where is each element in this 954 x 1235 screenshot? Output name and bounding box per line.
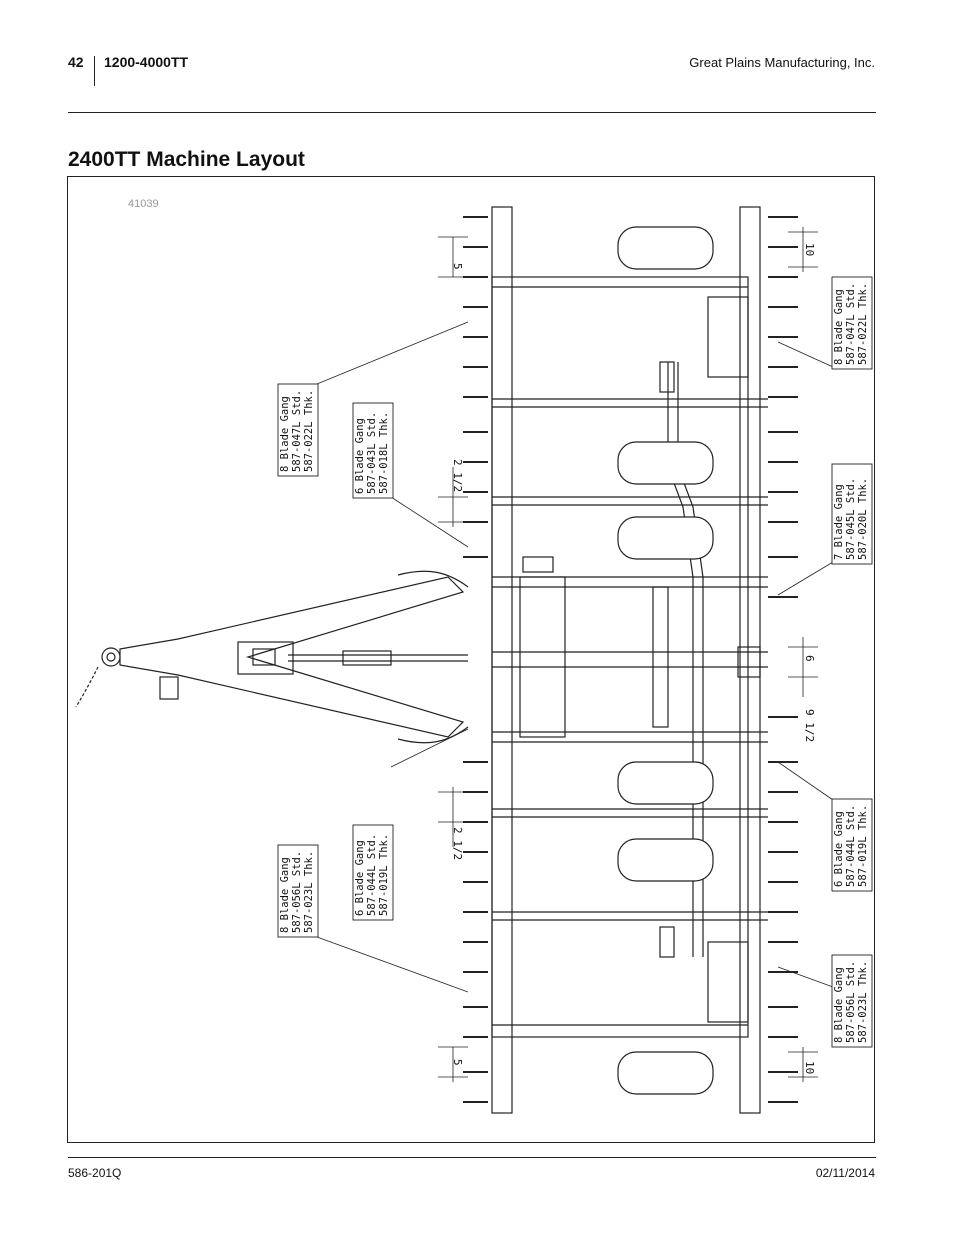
footer-rule — [68, 1157, 876, 1158]
callout-5-line1: 8 Blade Gang — [833, 289, 845, 365]
section-title: 2400TT Machine Layout — [68, 148, 305, 171]
callout-6-line2: 587-045L Std. — [845, 478, 857, 560]
tongue-assembly — [75, 570, 469, 744]
dim-bottom-front: 5 — [451, 1059, 464, 1066]
callout-3-line1: 6 Blade Gang — [354, 840, 366, 916]
callout-box-6: 7 Blade Gang 587-045L Std. 587-020L Thk. — [831, 463, 873, 565]
callout-4-line3: 587-023L Thk. — [303, 851, 315, 933]
rear-gang-bar — [707, 206, 761, 1114]
callout-2-line1: 6 Blade Gang — [354, 418, 366, 494]
callout-1-line3: 587-022L Thk. — [303, 390, 315, 472]
callout-box-4: 8 Blade Gang 587-056L Std. 587-023L Thk. — [277, 844, 319, 938]
callout-3-line3: 587-019L Thk. — [378, 834, 390, 916]
callout-leaders — [316, 321, 834, 993]
machine-layout-drawing: 41039 — [75, 198, 873, 1114]
front-gang-blades — [463, 216, 798, 1103]
dim-lower-mid: 2 1/2 — [451, 827, 464, 860]
callout-5-line2: 587-047L Std. — [845, 283, 857, 365]
dimension-labels: 5 10 2 1/2 6 9 1/2 2 1/2 5 10 — [451, 243, 816, 1074]
callout-box-5: 8 Blade Gang 587-047L Std. 587-022L Thk. — [831, 276, 873, 370]
dim-top-rear: 10 — [803, 243, 816, 256]
dim-center-rear: 9 1/2 — [803, 709, 816, 742]
callout-8-line2: 587-056L Std. — [845, 961, 857, 1043]
header-rule — [68, 112, 876, 113]
callout-box-8: 8 Blade Gang 587-056L Std. 587-023L Thk. — [831, 954, 873, 1048]
company-name: Great Plains Manufacturing, Inc. — [689, 55, 875, 70]
callout-7-line1: 6 Blade Gang — [833, 811, 845, 887]
dim-top-front: 5 — [451, 263, 464, 270]
callout-1-line1: 8 Blade Gang — [279, 396, 291, 472]
dimension-lines — [438, 227, 818, 1082]
callout-5-line3: 587-022L Thk. — [857, 283, 869, 365]
transport-tires — [617, 226, 714, 1095]
callout-1-line2: 587-047L Std. — [291, 390, 303, 472]
callout-2-line2: 587-043L Std. — [366, 412, 378, 494]
main-frame — [491, 206, 768, 1114]
callout-4-line2: 587-056L Std. — [291, 851, 303, 933]
callout-7-line2: 587-044L Std. — [845, 805, 857, 887]
model-name: 1200-4000TT — [104, 54, 189, 70]
callout-box-1: 8 Blade Gang 587-047L Std. 587-022L Thk. — [277, 383, 319, 477]
gang-callouts: 8 Blade Gang 587-047L Std. 587-022L Thk.… — [277, 276, 873, 1048]
callout-4-line1: 8 Blade Gang — [279, 857, 291, 933]
figure-number: 41039 — [128, 198, 159, 210]
callout-box-7: 6 Blade Gang 587-044L Std. 587-019L Thk. — [831, 798, 873, 892]
callout-8-line1: 8 Blade Gang — [833, 967, 845, 1043]
header-divider — [94, 56, 95, 86]
callout-box-3: 6 Blade Gang 587-044L Std. 587-019L Thk. — [352, 824, 394, 921]
page-number: 42 — [68, 54, 84, 70]
callout-8-line3: 587-023L Thk. — [857, 961, 869, 1043]
callout-box-2: 6 Blade Gang 587-043L Std. 587-018L Thk. — [352, 402, 394, 499]
callout-6-line3: 587-020L Thk. — [857, 478, 869, 560]
callout-6-line1: 7 Blade Gang — [833, 484, 845, 560]
dim-upper-mid: 2 1/2 — [451, 459, 464, 492]
document-number: 586-201Q — [68, 1166, 122, 1180]
machine-layout-figure: 41039 — [67, 176, 875, 1143]
dim-center-front: 6 — [803, 655, 816, 662]
revision-date: 02/11/2014 — [815, 1166, 875, 1180]
callout-2-line3: 587-018L Thk. — [378, 412, 390, 494]
dim-bottom-rear: 10 — [803, 1061, 816, 1074]
callout-3-line2: 587-044L Std. — [366, 834, 378, 916]
callout-7-line3: 587-019L Thk. — [857, 805, 869, 887]
